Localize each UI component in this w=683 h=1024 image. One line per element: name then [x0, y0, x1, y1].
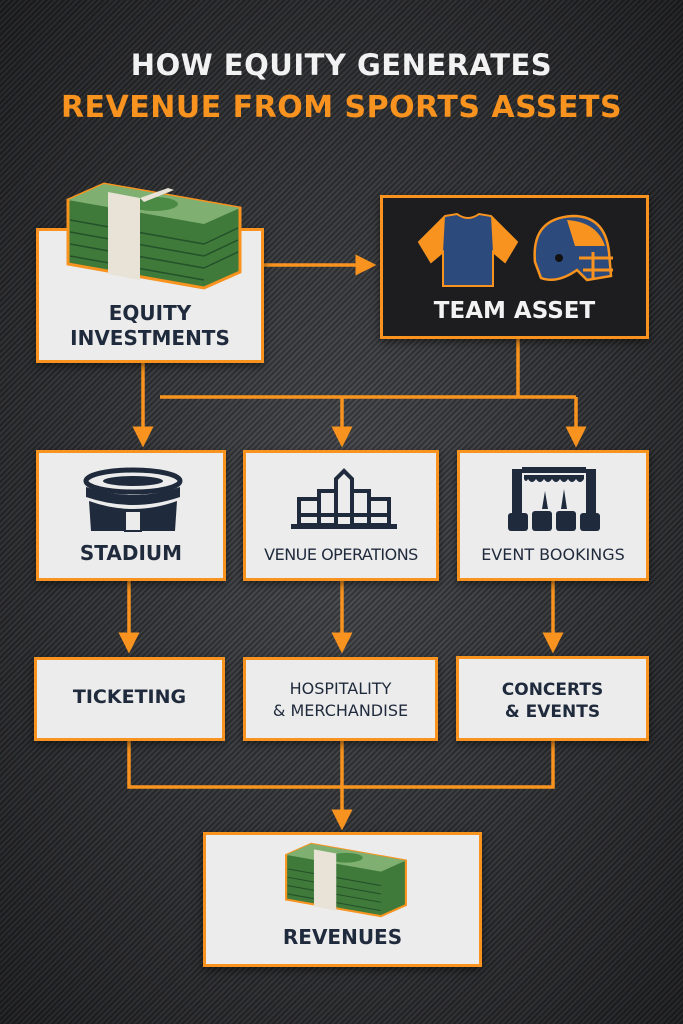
node-team-asset: TEAM ASSET [380, 195, 649, 339]
concerts-label-1: CONCERTS [501, 680, 604, 700]
stadium-label: STADIUM [79, 541, 183, 565]
events-label: EVENT BOOKINGS [481, 545, 625, 564]
title-line-2: REVENUE FROM SPORTS ASSETS [60, 90, 623, 125]
ticketing-label: TICKETING [72, 686, 187, 708]
equity-label-2: INVESTMENTS [70, 326, 230, 350]
jersey-icon [417, 212, 519, 287]
node-hospitality-merchandise: HOSPITALITY & MERCHANDISE [243, 657, 438, 741]
hospitality-label-2: & MERCHANDISE [272, 701, 409, 720]
node-revenues: REVENUES [203, 832, 482, 967]
node-concerts-events: CONCERTS & EVENTS [456, 656, 649, 741]
title-line-1: HOW EQUITY GENERATES [130, 48, 553, 82]
money-stack-icon [285, 842, 407, 918]
building-icon [291, 468, 397, 529]
stadium-icon [83, 467, 183, 532]
helmet-icon [533, 214, 613, 282]
team-asset-label: TEAM ASSET [433, 298, 596, 324]
venue-label: VENUE OPERATIONS [264, 545, 418, 564]
revenues-label: REVENUES [282, 925, 403, 949]
concerts-label-2: & EVENTS [504, 702, 601, 722]
money-stack-icon [66, 182, 242, 290]
hospitality-label-1: HOSPITALITY [289, 679, 392, 698]
stage-icon [508, 467, 600, 531]
node-stadium: STADIUM [36, 450, 226, 581]
equity-label-1: EQUITY [108, 301, 192, 325]
node-ticketing: TICKETING [34, 657, 225, 741]
node-venue-operations: VENUE OPERATIONS [243, 450, 439, 581]
node-event-bookings: EVENT BOOKINGS [457, 450, 649, 581]
